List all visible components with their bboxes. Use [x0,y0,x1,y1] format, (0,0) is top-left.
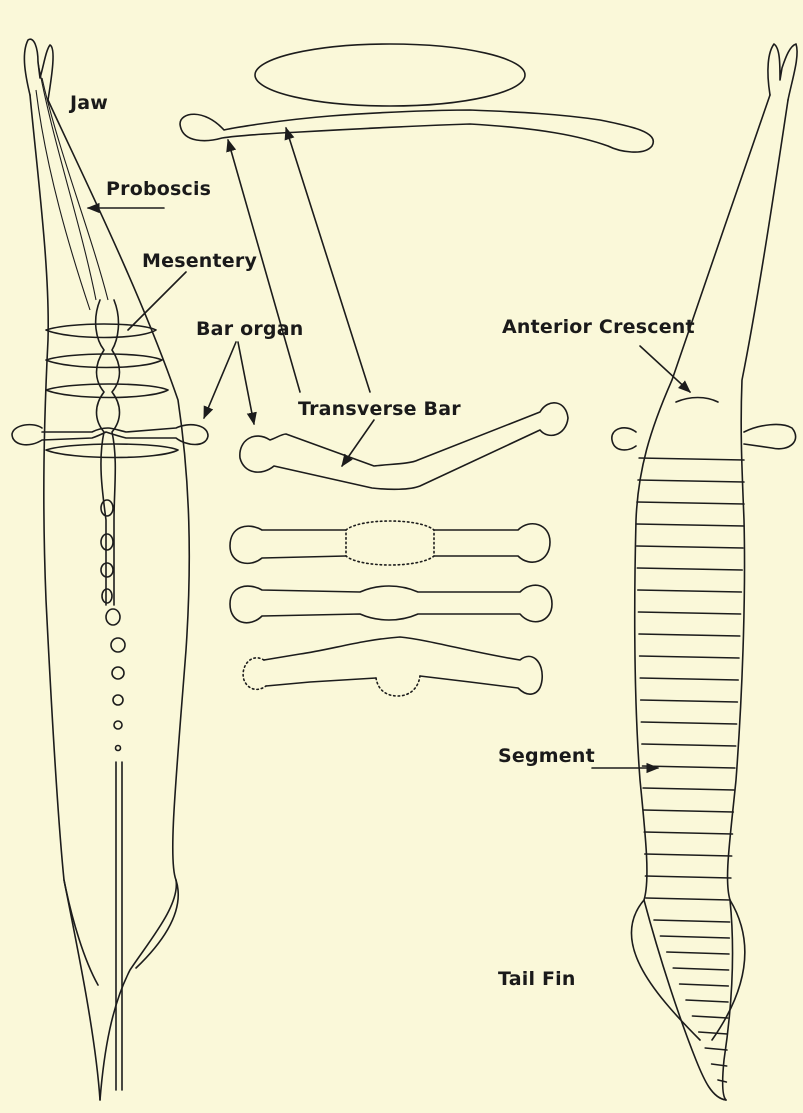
right-animal [612,44,797,1100]
center-bar-organs [180,44,653,696]
segment-line [638,590,742,592]
segment-line [642,744,736,746]
left-jaw [24,39,53,100]
transverse-bar-4-left [243,658,266,690]
mesentery-septum-2 [46,354,162,368]
segment-line [640,656,739,658]
right-jaw [768,44,797,100]
gonad-1 [101,500,113,516]
label-tail-fin: Tail Fin [498,968,576,990]
transverse-bar-4 [264,637,542,694]
segment-line [646,898,730,900]
segment-line [641,700,738,702]
segment-line [637,568,742,570]
segment-line [644,832,732,834]
segment-line [712,1064,727,1066]
transverse-bar-4-center [376,676,420,696]
bar-organ-arrow-right [238,342,254,424]
segment-line [640,678,738,680]
right-body-outline-right [723,100,788,1100]
anterior-crescent-arrow [640,346,690,392]
segment-line [705,1048,727,1050]
left-bar-organ [12,425,208,445]
egg-5 [116,746,121,751]
left-hindgut [116,762,122,1090]
segment-line [654,920,730,922]
left-tail-fin-right [136,880,178,968]
segment-line [638,612,740,614]
segment-line [686,1000,728,1002]
transverse-bar-2-center [346,521,434,565]
top-bar [180,110,653,152]
top-ring [255,44,525,106]
segment-line [637,502,744,504]
segment-line [643,788,734,790]
proboscis-line-c [36,90,90,310]
segment-line [667,952,729,954]
left-body-outline-left [30,95,100,1100]
segment-lines [636,458,744,1082]
label-bar-organ: Bar organ [196,318,303,340]
mesentery-leader [128,272,186,330]
label-transverse-bar: Transverse Bar [298,398,461,420]
egg-1 [111,638,125,652]
egg-3 [113,695,123,705]
transverse-bar-3 [230,585,552,623]
segment-line [638,480,744,482]
segment-line [639,458,744,460]
segment-line [645,854,732,856]
label-jaw: Jaw [70,92,108,114]
transverse-bar-2-ends [230,524,550,564]
gonad-4 [102,589,112,603]
segment-line [641,722,736,724]
right-body-outline-left [635,95,770,1100]
left-gut-end [106,609,120,625]
left-gut [96,300,120,605]
gonad-3 [101,563,113,577]
label-mesentery: Mesentery [142,250,257,272]
transverse-bar-arrow [342,420,374,466]
egg-2 [112,667,124,679]
mesentery-septum-3 [46,384,168,398]
label-proboscis: Proboscis [106,178,211,200]
right-bar-organ-left [612,428,636,450]
segment-line [718,1080,726,1082]
mesentery-septum-1 [46,324,156,338]
gonad-2 [101,534,113,550]
segment-line [636,524,744,526]
label-anterior-crescent: Anterior Crescent [502,316,695,338]
right-bar-organ-right [744,425,796,449]
top-bar-arrow-2 [286,128,370,392]
egg-4 [114,721,122,729]
segment-line [637,546,743,548]
segment-line [680,984,729,986]
segment-line [639,634,740,636]
label-segment: Segment [498,745,595,767]
segment-line [644,810,734,812]
segment-line [645,876,731,878]
anterior-crescent [676,398,718,403]
bar-organ-arrow-left [204,342,236,418]
segment-line [699,1032,728,1034]
segment-line [692,1016,727,1018]
segment-line [660,936,729,938]
leader-arrows [88,128,690,768]
mesentery-septum-4 [46,444,178,458]
segment-line [673,968,728,970]
